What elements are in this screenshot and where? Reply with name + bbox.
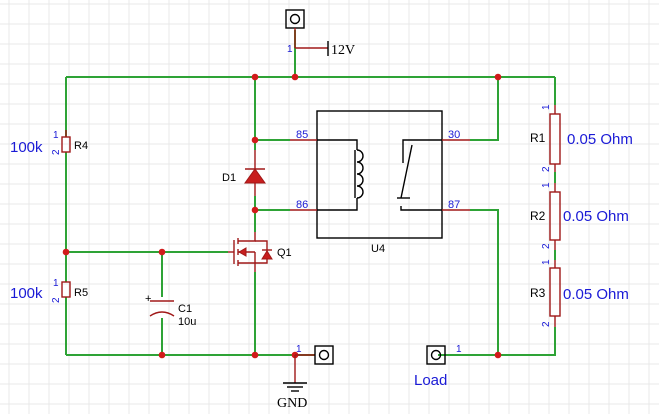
relay-pin-87: 87 — [448, 199, 460, 211]
wires — [65, 30, 556, 356]
r4-pin2: 2 — [51, 149, 62, 155]
resistor-r3[interactable]: 1 2 R3 0.05 Ohm — [530, 259, 629, 327]
r4-pin1: 1 — [53, 130, 59, 141]
c1-polarity: + — [145, 293, 151, 305]
capacitor-c1[interactable]: + C1 10u — [145, 293, 196, 328]
relay-pin-85: 85 — [296, 129, 308, 141]
resistor-r1[interactable]: 1 2 R1 0.05 Ohm — [530, 104, 633, 172]
junctions — [62, 73, 502, 359]
r2-ref: R2 — [530, 209, 546, 223]
supply-pin-label: 1 — [287, 44, 293, 55]
supply-label: 12V — [331, 43, 355, 58]
r3-pin2: 2 — [541, 321, 552, 327]
c1-value: 10u — [178, 316, 196, 328]
r2-pin2: 2 — [541, 243, 552, 249]
resistor-r2[interactable]: 1 2 R2 0.05 Ohm — [530, 182, 629, 250]
load-connector[interactable]: 1 Load — [414, 344, 462, 389]
r3-value: 0.05 Ohm — [563, 286, 629, 303]
mosfet-q1[interactable]: Q1 — [228, 232, 292, 272]
resistor-r4[interactable]: 1 2 100k R4 — [10, 130, 88, 156]
q1-ref: Q1 — [277, 247, 292, 259]
relay-pin-30: 30 — [448, 129, 460, 141]
r1-value: 0.05 Ohm — [567, 131, 633, 148]
supply-12v-connector[interactable]: 1 12V — [285, 9, 355, 58]
relay-u4[interactable]: 85 86 30 87 U4 — [290, 110, 470, 255]
r3-pin1: 1 — [541, 259, 552, 265]
r3-ref: R3 — [530, 286, 546, 300]
r1-ref: R1 — [530, 131, 546, 145]
relay-ref: U4 — [371, 243, 385, 255]
r2-pin1: 1 — [541, 182, 552, 188]
ground-pin-label: 1 — [296, 344, 302, 355]
r4-ref: R4 — [74, 140, 88, 152]
diode-d1[interactable]: D1 — [222, 150, 266, 196]
load-pin-label: 1 — [456, 344, 462, 355]
r5-ref: R5 — [74, 287, 88, 299]
r1-pin2: 2 — [541, 166, 552, 172]
r1-pin1: 1 — [541, 104, 552, 110]
c1-ref: C1 — [178, 303, 192, 315]
d1-ref: D1 — [222, 172, 236, 184]
load-label: Load — [414, 372, 447, 389]
r4-value: 100k — [10, 139, 43, 156]
r5-value: 100k — [10, 285, 43, 302]
r5-pin2: 2 — [51, 297, 62, 303]
resistor-r5[interactable]: 1 2 100k R5 — [10, 278, 88, 303]
r2-value: 0.05 Ohm — [563, 208, 629, 225]
ground-label: GND — [277, 396, 307, 411]
ground-connector[interactable]: 1 GND — [277, 344, 334, 411]
r5-pin1: 1 — [53, 278, 59, 289]
relay-pin-86: 86 — [296, 199, 308, 211]
